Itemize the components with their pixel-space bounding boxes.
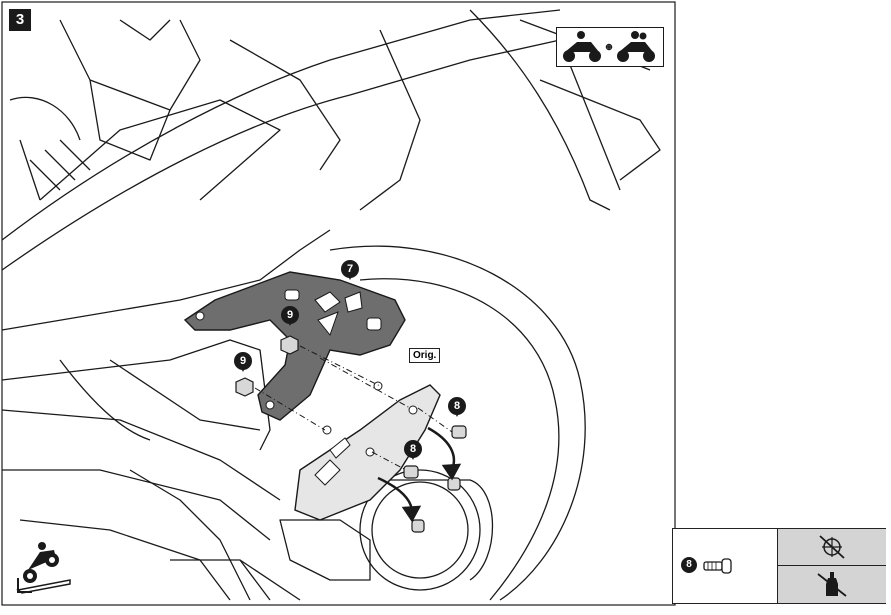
- legend-divider: [778, 565, 886, 567]
- legend-part-number: 8: [681, 557, 697, 573]
- motorcycle-on-stand-icon: [14, 540, 74, 594]
- callout-bracket: 7: [341, 260, 359, 280]
- callout-nut-a: 9: [281, 306, 299, 326]
- no-grease-icon: [819, 535, 845, 559]
- bolt-icon: [703, 558, 732, 574]
- callout-bolt-b: 8: [404, 440, 422, 460]
- step-number-badge: 3: [9, 9, 31, 31]
- callout-bolt-a: 8: [448, 397, 466, 417]
- drawing-border: [1, 1, 676, 606]
- legend-part-cell: 8: [673, 529, 777, 603]
- rotation-arrows: [377, 426, 462, 523]
- nut-parts: [235, 335, 299, 397]
- parts-legend: 8: [672, 528, 886, 604]
- orig-label: Orig.: [409, 348, 441, 363]
- motorcycle-frame-lines: [1, 9, 661, 601]
- original-guard: [294, 381, 441, 521]
- bolt-parts: [403, 425, 467, 533]
- legend-symbols-cell: [777, 529, 886, 603]
- alignment-lines: [254, 345, 453, 471]
- two-riders-icon: [556, 27, 664, 67]
- callout-nut-b: 9: [234, 352, 252, 372]
- no-threadlock-icon: [817, 572, 847, 597]
